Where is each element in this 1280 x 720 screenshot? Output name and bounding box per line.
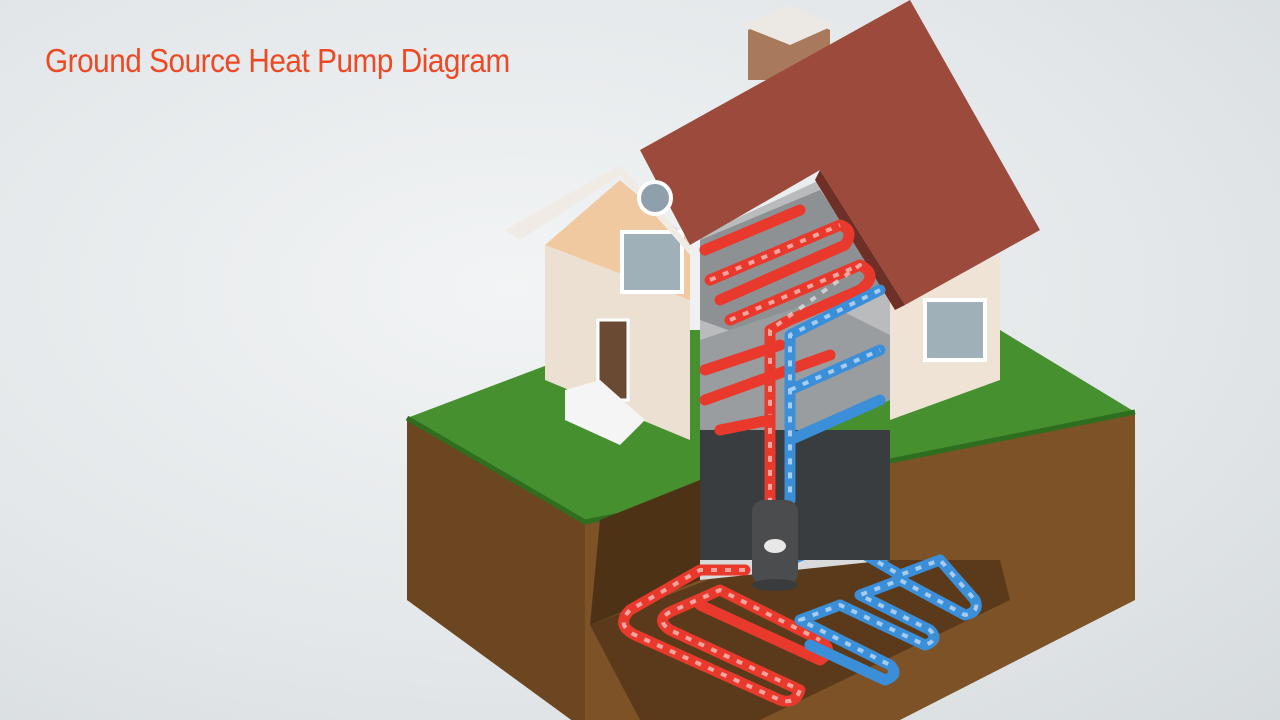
- window: [923, 298, 987, 362]
- ground-loop-pipes: [618, 534, 982, 707]
- steps: [565, 380, 645, 445]
- heat-pump-unit: [752, 500, 798, 591]
- window: [620, 230, 684, 294]
- soil-left-face: [407, 418, 585, 720]
- roof: [640, 0, 1040, 305]
- floor-heating-pipes: [699, 204, 886, 506]
- house: [505, 0, 1040, 560]
- diagram-title: Ground Source Heat Pump Diagram: [45, 42, 510, 79]
- front-door: [596, 318, 630, 402]
